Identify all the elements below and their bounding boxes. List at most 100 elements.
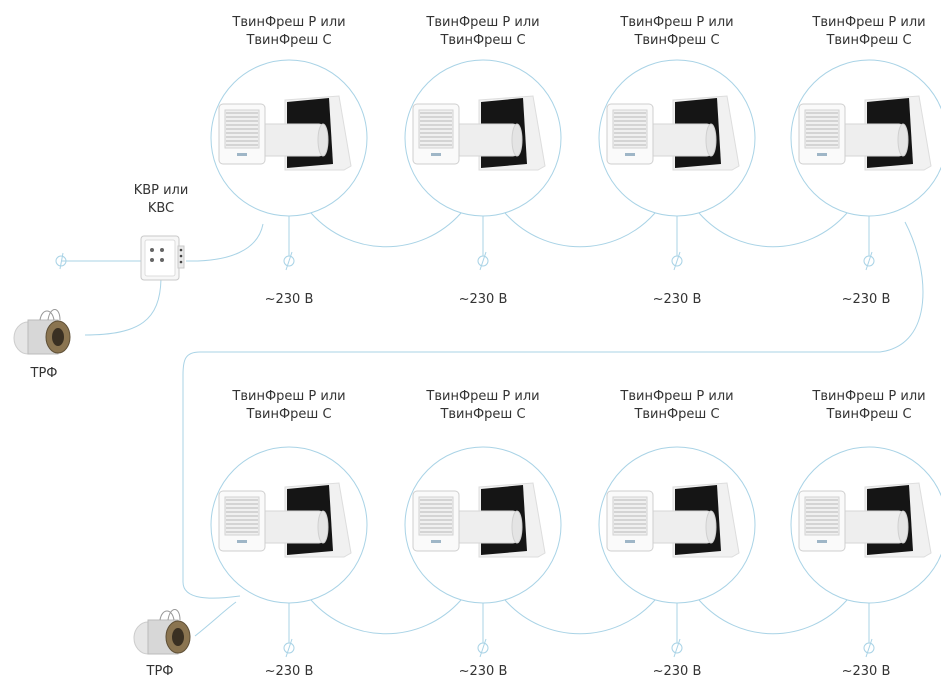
voltage-label: ~230 В xyxy=(264,664,314,679)
phi-symbol xyxy=(863,642,875,654)
brand-mark xyxy=(431,540,441,543)
voltage-label: ~230 В xyxy=(841,292,891,307)
wall-switch-image xyxy=(140,235,185,281)
phi-symbol xyxy=(283,642,295,654)
brand-mark xyxy=(237,540,247,543)
duct-end xyxy=(705,510,717,544)
unit-title-line1: ТвинФреш Р или xyxy=(812,389,926,404)
duct-end xyxy=(317,510,329,544)
phi-symbol xyxy=(671,255,683,267)
duct-end xyxy=(511,123,523,157)
fan-unit xyxy=(598,446,756,604)
voltage-label: ~230 В xyxy=(264,292,314,307)
brand-mark xyxy=(817,153,827,156)
trf-wires xyxy=(159,609,181,621)
phi-slash xyxy=(285,638,293,658)
controller-label-line2: KBC xyxy=(147,201,175,216)
unit-title-line2: ТвинФреш С xyxy=(634,407,720,422)
trf-coil-center xyxy=(52,328,64,346)
duct xyxy=(454,123,518,157)
unit-title-line2: ТвинФреш С xyxy=(826,407,912,422)
switch-terminal xyxy=(179,248,183,252)
phi-slash xyxy=(285,251,293,271)
switch-terminal xyxy=(179,260,183,264)
voltage-label: ~230 В xyxy=(458,664,508,679)
duct xyxy=(454,510,518,544)
wire-row-link xyxy=(182,221,924,599)
phi-symbol xyxy=(477,255,489,267)
duct xyxy=(648,510,712,544)
brand-mark xyxy=(237,153,247,156)
unit-title-line1: ТвинФреш Р или xyxy=(426,389,540,404)
controller-label-line1: KBP или xyxy=(133,183,189,198)
unit-title-line2: ТвинФреш С xyxy=(440,407,526,422)
duct-end xyxy=(705,123,717,157)
fan-unit xyxy=(210,446,368,604)
phi-slash xyxy=(479,638,487,658)
duct xyxy=(648,123,712,157)
phi-symbol xyxy=(671,642,683,654)
unit-title-line1: ТвинФреш Р или xyxy=(620,389,734,404)
wire-unit-link xyxy=(504,212,656,248)
switch-button xyxy=(160,248,164,252)
trf-coil-center xyxy=(172,628,184,646)
duct-end xyxy=(897,123,909,157)
phi-slash xyxy=(865,638,873,658)
phi-symbol xyxy=(477,642,489,654)
transformer-image xyxy=(133,609,191,655)
duct xyxy=(260,123,324,157)
phi-slash xyxy=(865,251,873,271)
duct xyxy=(260,510,324,544)
wire-unit-link xyxy=(698,212,848,248)
wire-unit-link xyxy=(698,599,848,635)
brand-mark xyxy=(625,153,635,156)
unit-title-line1: ТвинФреш Р или xyxy=(812,15,926,30)
wire-unit-link xyxy=(504,599,656,635)
unit-title-line1: ТвинФреш Р или xyxy=(426,15,540,30)
trf-wires xyxy=(39,309,61,321)
switch-terminal xyxy=(179,254,183,258)
unit-title-line2: ТвинФреш С xyxy=(246,407,332,422)
duct-end xyxy=(511,510,523,544)
unit-title-line2: ТвинФреш С xyxy=(440,33,526,48)
duct-end xyxy=(317,123,329,157)
unit-title-line2: ТвинФреш С xyxy=(826,33,912,48)
fan-unit xyxy=(404,59,562,217)
phi-slash xyxy=(479,251,487,271)
duct-end xyxy=(897,510,909,544)
brand-mark xyxy=(625,540,635,543)
duct xyxy=(840,123,904,157)
fan-unit xyxy=(210,59,368,217)
phi-symbol-input xyxy=(55,252,67,270)
switch-face xyxy=(144,239,176,277)
unit-title-line2: ТвинФреш С xyxy=(634,33,720,48)
switch-button xyxy=(150,258,154,262)
fan-unit xyxy=(790,59,941,217)
brand-mark xyxy=(817,540,827,543)
switch-button xyxy=(150,248,154,252)
phi-slash xyxy=(673,638,681,658)
transformer-image xyxy=(13,309,71,355)
fan-unit xyxy=(790,446,941,604)
wire-controller-to-trf xyxy=(84,278,162,336)
unit-title-line2: ТвинФреш С xyxy=(246,33,332,48)
fan-unit xyxy=(404,446,562,604)
wire-trf-bottom xyxy=(194,601,237,637)
voltage-label: ~230 В xyxy=(458,292,508,307)
voltage-label: ~230 В xyxy=(841,664,891,679)
duct xyxy=(840,510,904,544)
wire-unit-link xyxy=(310,599,462,635)
phi-symbol xyxy=(283,255,295,267)
unit-title-line1: ТвинФреш Р или xyxy=(232,389,346,404)
